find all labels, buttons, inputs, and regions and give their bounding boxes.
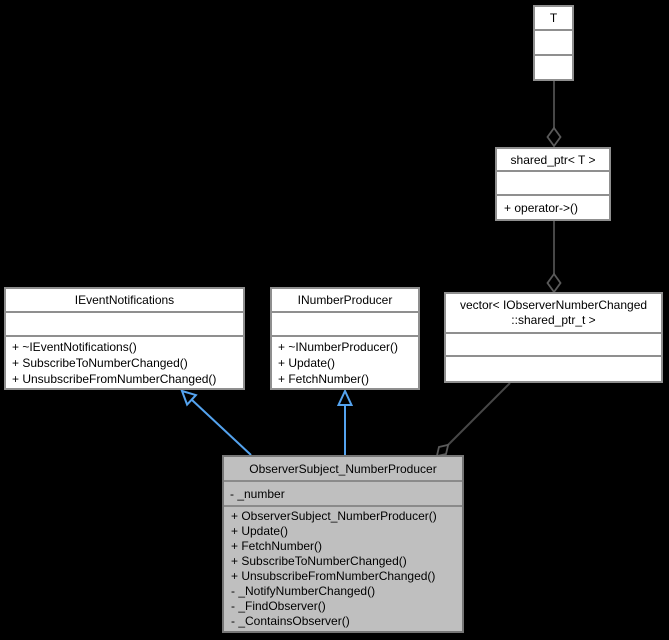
method-label: + Update(): [231, 524, 289, 538]
method-label: + ObserverSubject_NumberProducer(): [231, 509, 437, 523]
class-title: IEventNotifications: [74, 293, 175, 307]
attributes-compartment: - _number: [224, 480, 462, 505]
class-title: ObserverSubject_NumberProducer: [249, 461, 437, 476]
method-label: - _NotifyNumberChanged(): [231, 584, 376, 598]
method-label: + Update(): [278, 356, 336, 370]
methods-compartment: + ObserverSubject_NumberProducer() + Upd…: [224, 505, 462, 631]
open-triangle-arrowhead-icon: [336, 388, 354, 406]
method-label: + FetchNumber(): [278, 372, 370, 386]
class-node-ieventnotifications[interactable]: IEventNotifications + ~IEventNotificatio…: [4, 287, 245, 390]
class-node-inumberproducer[interactable]: INumberProducer + ~INumberProducer() + U…: [270, 287, 420, 390]
inheritance-edge-observersubject-inumberproducer: [336, 388, 354, 455]
method-label: - _ContainsObserver(): [231, 614, 350, 628]
class-title: T: [549, 11, 558, 25]
empty-attributes-compartment: [446, 332, 661, 355]
method-label: + SubscribeToNumberChanged(): [12, 356, 188, 370]
open-diamond-icon: [435, 443, 450, 458]
empty-attributes-compartment: [497, 170, 609, 194]
methods-compartment: + ~INumberProducer() + Update() + FetchN…: [272, 335, 418, 388]
aggregation-edge-sharedptr-vector: [546, 221, 562, 294]
method-label: + FetchNumber(): [231, 539, 323, 553]
method-label: + operator->(): [504, 200, 579, 215]
class-title-line2: ::shared_ptr_t >: [511, 313, 596, 327]
method-label: + UnsubscribeFromNumberChanged(): [231, 569, 436, 583]
open-diamond-icon: [546, 272, 562, 294]
methods-compartment: + operator->(): [497, 194, 609, 219]
class-title-line1: vector< IObserverNumberChanged: [459, 298, 648, 312]
attribute-label: - _number: [230, 486, 285, 501]
method-label: - _FindObserver(): [231, 599, 326, 613]
class-title: shared_ptr< T >: [510, 152, 596, 167]
empty-attributes-compartment: [535, 29, 572, 54]
class-node-vector-observers[interactable]: vector< IObserverNumberChanged ::shared_…: [444, 292, 663, 383]
open-diamond-icon: [546, 126, 562, 148]
empty-methods-compartment: [535, 54, 572, 79]
methods-compartment: + ~IEventNotifications() + SubscribeToNu…: [6, 335, 243, 388]
class-title: vector< IObserverNumberChanged ::shared_…: [446, 294, 661, 332]
class-title: INumberProducer: [297, 293, 393, 307]
method-label: + ~INumberProducer(): [278, 340, 399, 354]
inheritance-edge-observersubject-ieventnotifications: [180, 389, 252, 456]
class-node-shared-ptr[interactable]: shared_ptr< T > + operator->(): [495, 147, 611, 221]
empty-methods-compartment: [446, 355, 661, 381]
open-triangle-arrowhead-icon: [180, 389, 198, 407]
aggregation-edge-t-sharedptr: [546, 81, 562, 148]
empty-attributes-compartment: [6, 311, 243, 335]
empty-attributes-compartment: [272, 311, 418, 335]
method-label: + SubscribeToNumberChanged(): [231, 554, 407, 568]
class-node-t[interactable]: T: [533, 5, 574, 81]
method-label: + ~IEventNotifications(): [12, 340, 137, 354]
aggregation-edge-vector-observersubject: [435, 382, 511, 458]
method-label: + UnsubscribeFromNumberChanged(): [12, 372, 217, 386]
class-node-observersubject-numberproducer[interactable]: ObserverSubject_NumberProducer - _number…: [222, 455, 464, 633]
